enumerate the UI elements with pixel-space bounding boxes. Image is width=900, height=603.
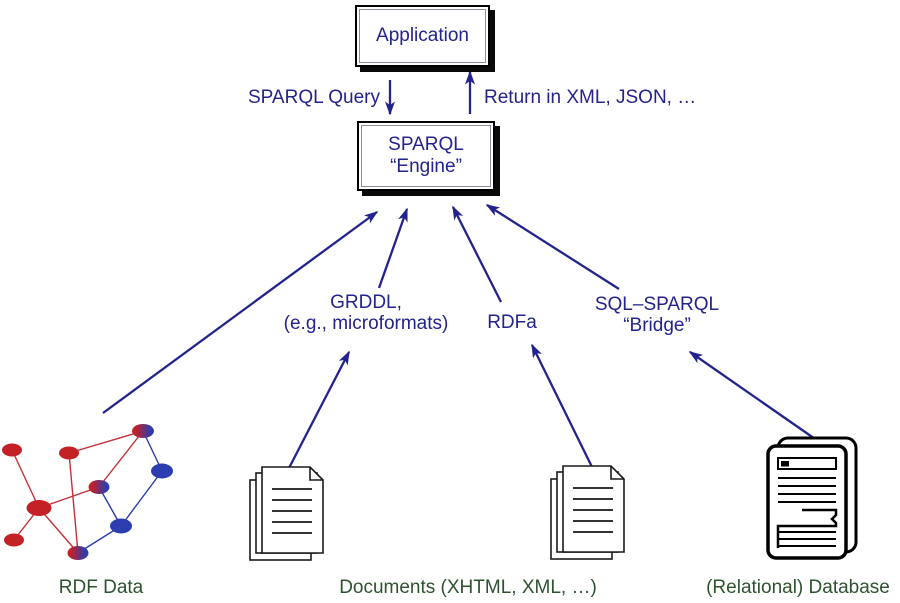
grddl-to-engine-arrow — [377, 207, 409, 289]
rdf-node — [110, 518, 132, 534]
documents-stack-icon — [550, 465, 625, 560]
application-box-inner: Application — [359, 9, 486, 63]
relational-database-label: (Relational) Database — [706, 577, 890, 598]
bridge-label-line2: “Bridge” — [623, 315, 691, 336]
rdf-graph-icon — [2, 424, 173, 560]
rdf-node — [4, 533, 24, 547]
bridge-to-engine-arrow — [485, 204, 620, 290]
rdf-node — [88, 480, 110, 494]
rdf-to-engine-arrow — [102, 211, 379, 414]
rdf-node — [67, 546, 89, 560]
rdf-node — [59, 446, 79, 460]
sparql-engine-label-line1: SPARQL — [388, 134, 464, 155]
database-to-bridge-arrow — [688, 351, 819, 442]
rdf-node — [151, 463, 173, 479]
bridge-label-line1: SQL–SPARQL — [594, 294, 720, 315]
grddl-label-line1: GRDDL, — [330, 292, 402, 313]
sparql-engine-box-inner: SPARQL “Engine” — [361, 125, 491, 187]
database-icon — [766, 436, 858, 560]
return-results-label: Return in XML, JSON, … — [484, 87, 697, 108]
application-box: Application — [355, 5, 490, 67]
documents-to-rdfa-arrow — [530, 343, 594, 468]
sql-sparql-bridge-label: SQL–SPARQL “Bridge” — [557, 294, 757, 336]
sparql-engine-box: SPARQL “Engine” — [357, 121, 495, 191]
sparql-query-label: SPARQL Query — [248, 87, 380, 108]
rdfa-to-engine-arrow — [451, 205, 503, 303]
documents-to-grddl-arrow — [287, 350, 351, 469]
grddl-label: GRDDL, (e.g., microformats) — [241, 292, 491, 334]
documents-label: Documents (XHTML, XML, …) — [339, 577, 597, 598]
application-label: Application — [376, 25, 469, 46]
rdf-node — [2, 443, 22, 457]
rdf-node — [26, 500, 52, 516]
documents-stack-icon — [249, 466, 324, 561]
sparql-engine-label-line2: “Engine” — [390, 156, 462, 177]
grddl-label-line2: (e.g., microformats) — [283, 313, 449, 334]
rdf-data-label: RDF Data — [58, 577, 144, 598]
rdfa-label: RDFa — [487, 312, 537, 333]
rdf-node — [132, 424, 154, 438]
